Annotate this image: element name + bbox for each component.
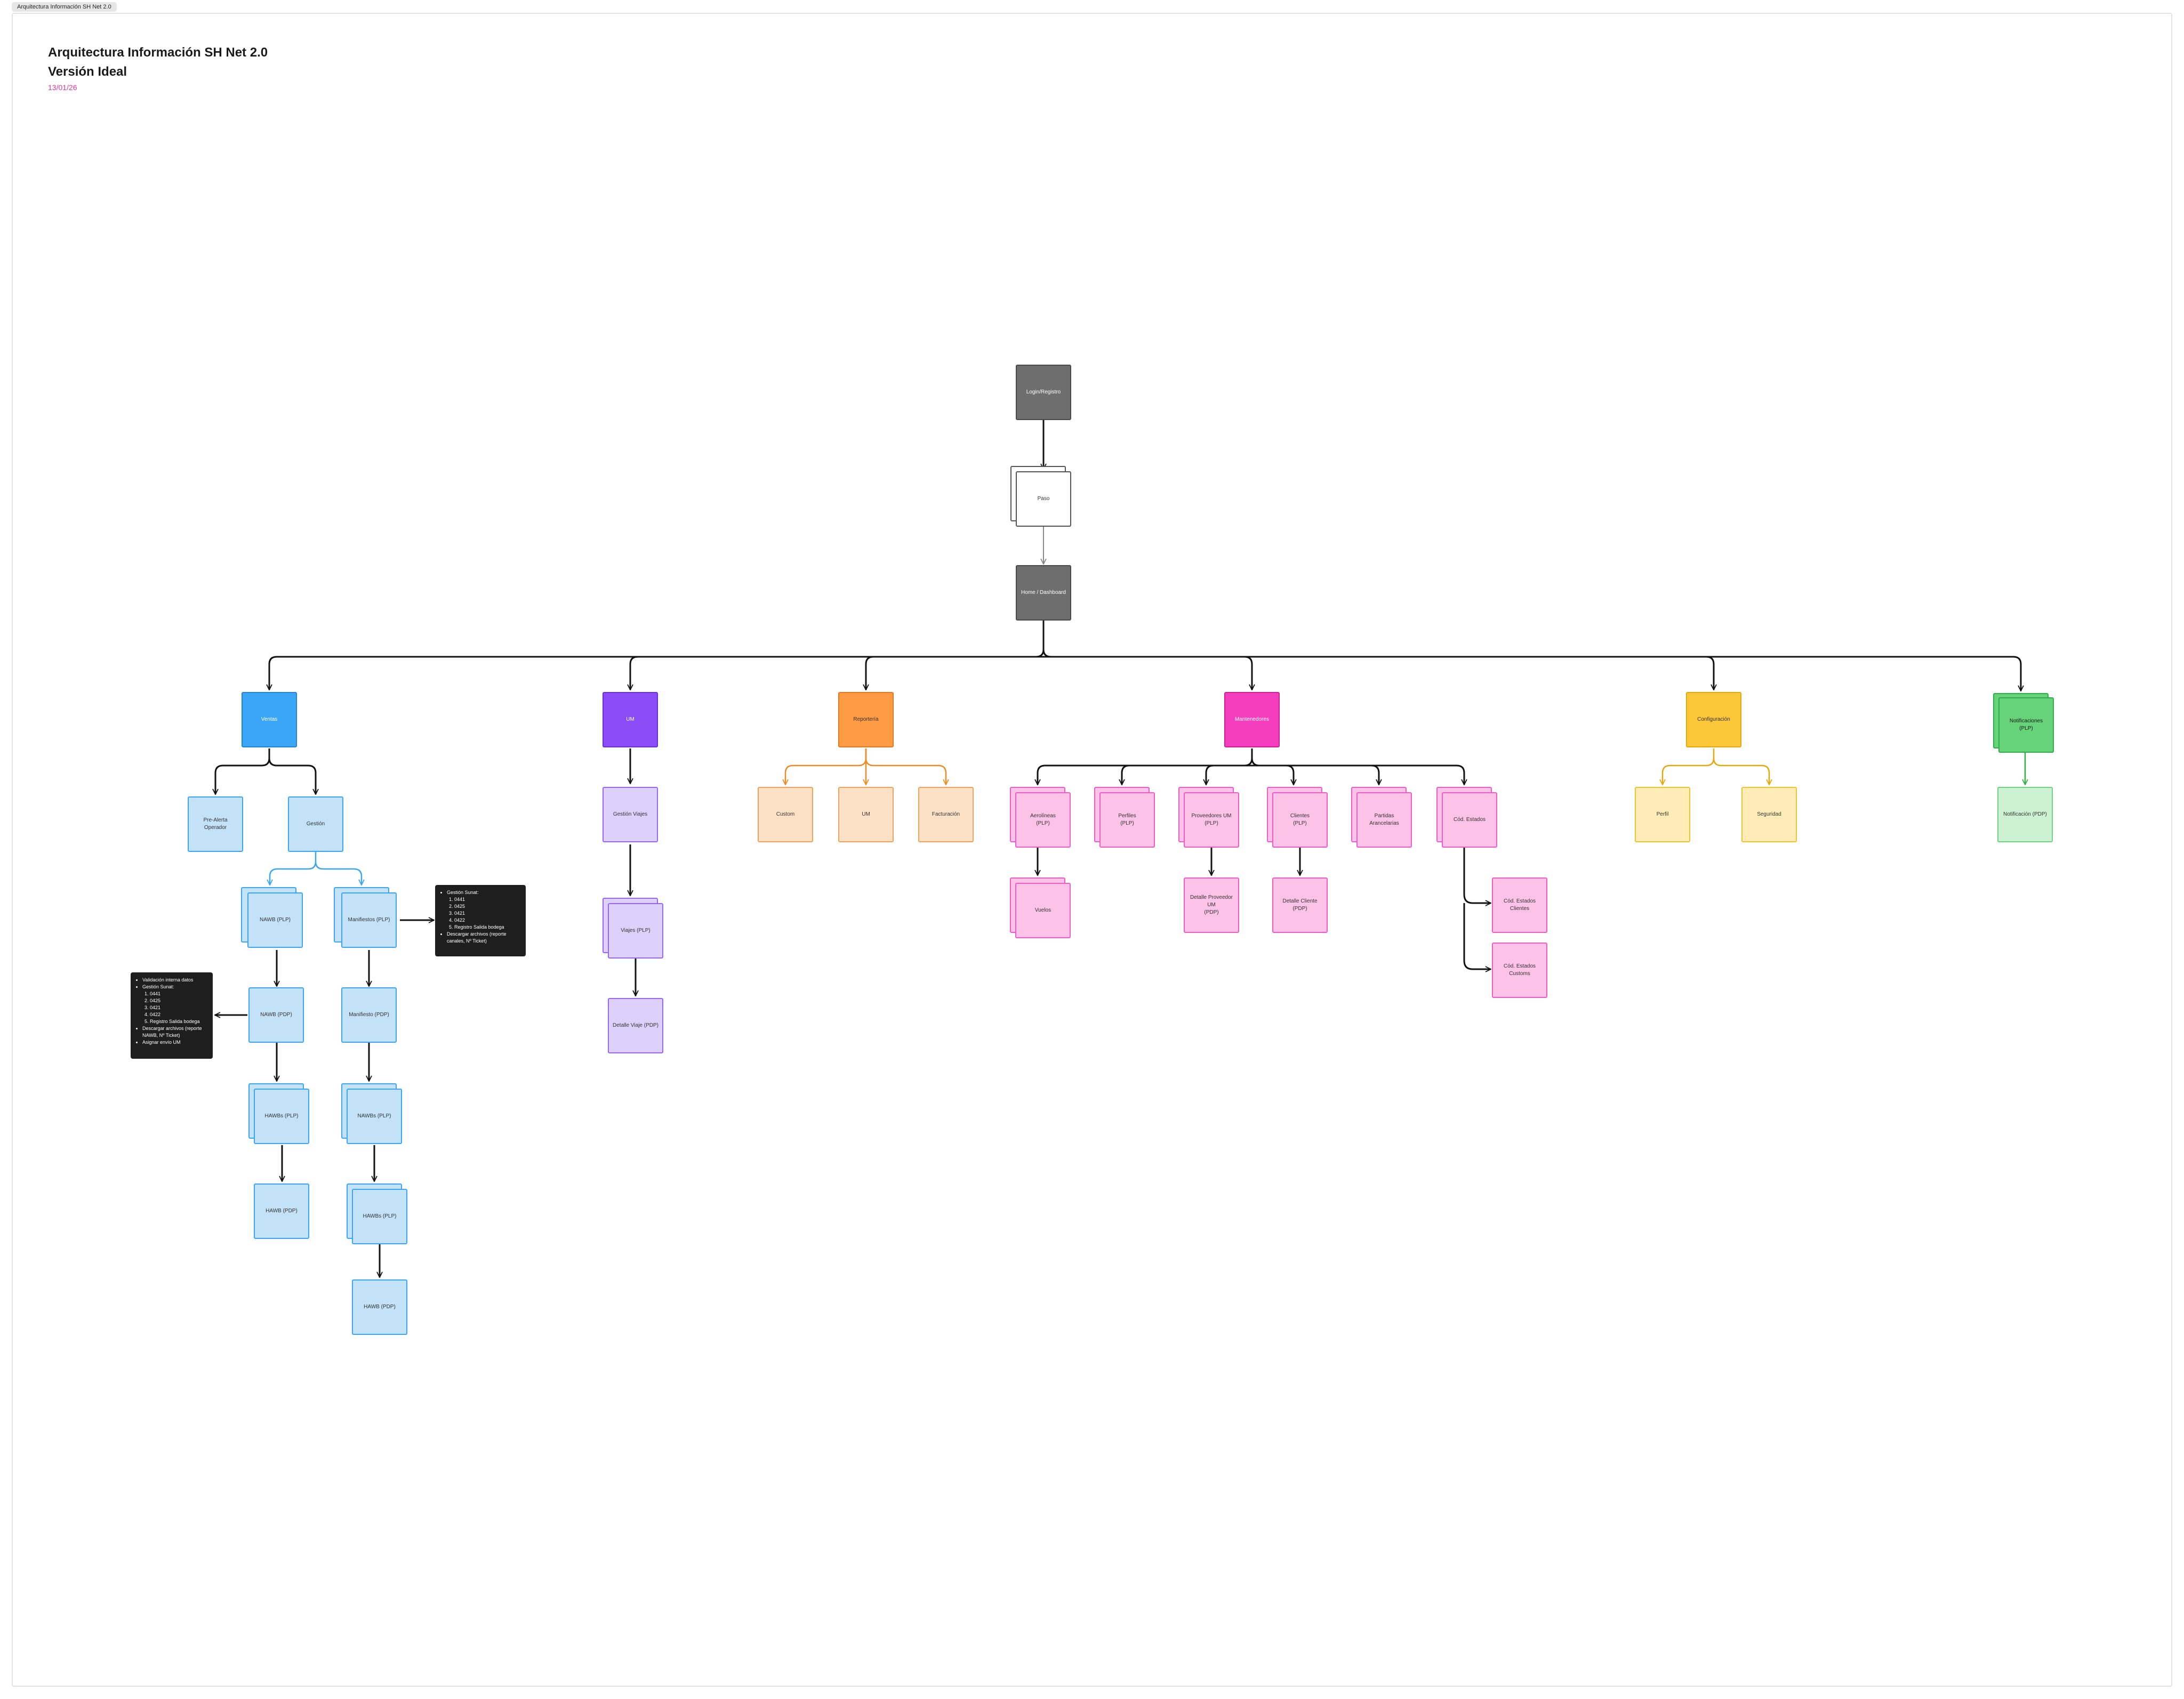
seguridad-node[interactable]: Seguridad bbox=[1741, 787, 1797, 842]
note-code: 0422 bbox=[150, 1011, 207, 1018]
configuracion-node[interactable]: Configuración bbox=[1686, 692, 1741, 747]
note-code: 0421 bbox=[150, 1004, 207, 1011]
note-item: Gestión Sunat: bbox=[142, 984, 207, 991]
detalle-cliente-pdp-node[interactable]: Detalle Cliente (PDP) bbox=[1272, 877, 1328, 933]
paso-node[interactable]: Paso bbox=[1016, 471, 1071, 527]
hawbs-plp-node-2[interactable]: HAWBs (PLP) bbox=[352, 1189, 407, 1244]
note-code: 0425 bbox=[150, 997, 207, 1004]
hawb-pdp-node-2[interactable]: HAWB (PDP) bbox=[352, 1279, 407, 1335]
note-code: Registro Salida bodega bbox=[150, 1018, 207, 1025]
frame-tab-label[interactable]: Arquitectura Información SH Net 2.0 bbox=[12, 2, 117, 12]
pre-alerta-operador-node[interactable]: Pre-Alerta Operador bbox=[188, 796, 243, 852]
viajes-plp-node[interactable]: Viajes (PLP) bbox=[608, 903, 663, 959]
reporteria-node[interactable]: Reportería bbox=[838, 692, 894, 747]
nawbs-plp-node[interactable]: NAWBs (PLP) bbox=[347, 1089, 402, 1144]
note-code: 0425 bbox=[454, 903, 520, 910]
hawb-pdp-node-1[interactable]: HAWB (PDP) bbox=[254, 1183, 309, 1239]
note-code: 0421 bbox=[454, 910, 520, 917]
perfiles-plp-node[interactable]: Perfiles (PLP) bbox=[1099, 792, 1155, 848]
page-subtitle: Versión Ideal bbox=[48, 65, 127, 79]
note-item: Descargar archivos (reporte NAWB, Nº Tic… bbox=[142, 1025, 207, 1039]
um-node[interactable]: UM bbox=[603, 692, 658, 747]
note-code: 0422 bbox=[454, 917, 520, 924]
mantenedores-node[interactable]: Mantenedores bbox=[1224, 692, 1280, 747]
note-item: Validación interna datos bbox=[142, 977, 207, 984]
note-item: Descargar archivos (reporte canales, Nº … bbox=[447, 931, 520, 945]
detalle-proveedor-um-pdp-node[interactable]: Detalle Proveedor UM (PDP) bbox=[1184, 877, 1239, 933]
notificaciones-plp-node[interactable]: Notificaciones (PLP) bbox=[1998, 697, 2054, 753]
gestion-viajes-node[interactable]: Gestión Viajes bbox=[603, 787, 658, 842]
login-register-node[interactable]: Login/Registro bbox=[1016, 365, 1071, 420]
vuelos-node[interactable]: Vuelos bbox=[1015, 883, 1071, 938]
facturacion-node[interactable]: Facturación bbox=[918, 787, 974, 842]
um-report-node[interactable]: UM bbox=[838, 787, 894, 842]
clientes-plp-node[interactable]: Clientes (PLP) bbox=[1272, 792, 1328, 848]
ventas-node[interactable]: Ventas bbox=[242, 692, 297, 747]
nawb-note: Validación interna datos Gestión Sunat: … bbox=[131, 972, 213, 1059]
note-item: Gestión Sunat: bbox=[447, 889, 520, 896]
home-dashboard-node[interactable]: Home / Dashboard bbox=[1016, 565, 1071, 621]
nawb-plp-node[interactable]: NAWB (PLP) bbox=[247, 892, 303, 948]
proveedores-um-plp-node[interactable]: Proveedores UM (PLP) bbox=[1184, 792, 1239, 848]
cod-estados-customs-node[interactable]: Cód. Estados Customs bbox=[1492, 943, 1547, 998]
note-code: 0441 bbox=[454, 896, 520, 903]
manifiestos-note: Gestión Sunat: 0441 0425 0421 0422 Regis… bbox=[435, 885, 526, 956]
notificacion-pdp-node[interactable]: Notificación (PDP) bbox=[1997, 787, 2053, 842]
detalle-viaje-pdp-node[interactable]: Detalle Viaje (PDP) bbox=[608, 998, 663, 1053]
aerolineas-plp-node[interactable]: Aerolíneas (PLP) bbox=[1015, 792, 1071, 848]
cod-estados-clientes-node[interactable]: Cód. Estados Clientes bbox=[1492, 877, 1547, 933]
custom-report-node[interactable]: Custom bbox=[758, 787, 813, 842]
note-code: Registro Salida bodega bbox=[454, 924, 520, 931]
cod-estados-node[interactable]: Cód. Estados bbox=[1442, 792, 1497, 848]
gestion-node[interactable]: Gestión bbox=[288, 796, 343, 852]
canvas-frame bbox=[12, 13, 2172, 1687]
nawb-pdp-node[interactable]: NAWB (PDP) bbox=[248, 987, 304, 1043]
note-item: Asignar envío UM bbox=[142, 1039, 207, 1046]
manifiesto-pdp-node[interactable]: Manifiesto (PDP) bbox=[341, 987, 397, 1043]
partidas-arancelarias-node[interactable]: Partidas Arancelarias bbox=[1356, 792, 1412, 848]
date-label: 13/01/26 bbox=[48, 83, 77, 92]
hawbs-plp-node-1[interactable]: HAWBs (PLP) bbox=[254, 1089, 309, 1144]
manifiestos-plp-node[interactable]: Manifiestos (PLP) bbox=[341, 892, 397, 948]
perfil-node[interactable]: Perfil bbox=[1635, 787, 1690, 842]
page-title: Arquitectura Información SH Net 2.0 bbox=[48, 45, 268, 60]
note-code: 0441 bbox=[150, 991, 207, 997]
